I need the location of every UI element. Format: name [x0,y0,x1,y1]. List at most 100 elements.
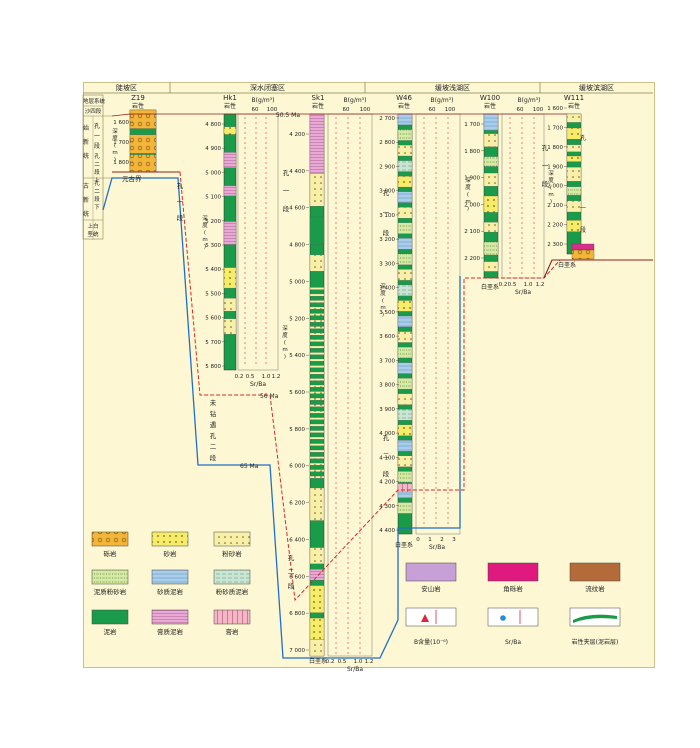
sk1-dots-c-dot [359,642,361,644]
sk1-dots-c-dot [359,212,361,214]
w100-dots-a-dot [509,167,511,169]
hk1-dots-c-dot [265,317,267,319]
w46-depth-axis-label: 2 800 [379,140,395,146]
sk1-dots-a-dot [335,422,337,424]
sk1-column-layer [309,423,325,427]
hk1-dots-a-dot [244,172,246,174]
w46-dots-a-dot [423,427,425,429]
sk1-dots-b-dot [347,442,349,444]
w100-dots-a-dot [509,132,511,134]
w46-dots-a-dot [423,157,425,159]
strata-kong2-lower-char: 二 [94,189,100,195]
w100-dots-c-dot [533,162,535,164]
sk1-dots-a-dot [335,632,337,634]
w46-dots-c-dot [447,282,449,284]
w111-basin-kong1-label: 孔一段 [542,144,549,188]
legend-siltmud-swatch [213,569,251,585]
hk1-dots-b-dot [255,237,257,239]
w46-dots-c-dot [447,462,449,464]
w100-dots-c-dot [533,257,535,259]
w100-dots-b-dot [521,122,523,124]
sk1-dots-a-dot [335,197,337,199]
w46-column-layer [397,378,413,390]
legend-gypmud-swatch [151,609,189,625]
w46-dots-b-dot [435,207,437,209]
legend-breccia-swatch [487,562,539,582]
sk1-dots-c-dot [359,372,361,374]
w111-kong1-a: 孔 [580,134,586,142]
hk1-dots-b-dot [255,357,257,359]
sk1-kong1-label-char: 一 [283,187,290,195]
sk1-dots-c-dot [359,307,361,309]
w111-column-layer [566,220,582,232]
w46-dots-b-dot [435,437,437,439]
w46-dots-c-dot [447,177,449,179]
sk1-dots-a-dot [335,572,337,574]
hk1-sr-tick: 1.0 [262,374,271,380]
w46-dots-c-dot [447,147,449,149]
sk1-dots-b-dot [347,202,349,204]
w100-dots-a-dot [509,142,511,144]
sk1-dots-c-dot [359,192,361,194]
sk1-dots-b-dot [347,367,349,369]
w111-depth-axis-label: 1 800 [547,145,563,151]
sk1-dots-b-dot [347,532,349,534]
sk1-dots-a-dot [335,397,337,399]
sk1-dots-a-dot [335,202,337,204]
z19-depth-title-char: 度 [112,134,118,142]
sk1-dots-a-dot [335,212,337,214]
w100-column-layer [483,113,499,131]
sk1-dots-c-dot [359,402,361,404]
sk1-dots-c-dot [359,382,361,384]
sk1-dots-b-dot [347,537,349,539]
sk1-dots-b-dot [347,332,349,334]
w100-column-layer [483,261,499,272]
w46-column-layer [397,502,413,514]
hk1-dots-a-dot [244,222,246,224]
strata-kong2-lower-char: 下 [94,204,100,211]
hk1-column-layer [223,298,237,312]
w46-dots-b-dot [435,262,437,264]
w46-dots-c-dot [447,297,449,299]
hk1-dots-b-dot [255,252,257,254]
w100-dots-c-dot [533,177,535,179]
w111-depth-title: 深度(m) [548,169,554,205]
w100-dots-a-dot [509,257,511,259]
sk1-dots-a-dot [335,252,337,254]
hk1-dots-a-dot [244,137,246,139]
sk1-dots-b-dot [347,377,349,379]
hk1-dots-c-dot [265,292,267,294]
w46-dots-c-dot [447,447,449,449]
legend-gyp-swatch [213,609,251,625]
w46-dots-c-dot [447,382,449,384]
sk1-column-layer [309,547,325,564]
sk1-dots-a-dot [335,147,337,149]
sk1-dots-a-dot [335,302,337,304]
sk1-dots-c-dot [359,142,361,144]
hk1-dots-b-dot [255,157,257,159]
w46-dots-a-dot [423,367,425,369]
hk1-dots-b-dot [255,327,257,329]
w100-dots-b-dot [521,187,523,189]
w46-dots-b-dot [435,222,437,224]
hk1-dots-a-dot [244,307,246,309]
hk1-b-tick: 60 [252,107,259,113]
legend-sand-label: 砂岩 [164,549,178,558]
w46-dots-c-dot [447,117,449,119]
sk1-dots-c-dot [359,522,361,524]
w46-dots-b-dot [435,167,437,169]
w46-dots-b-dot [435,237,437,239]
sk1-dots-a-dot [335,292,337,294]
hk1-dots-a-dot [244,122,246,124]
sk1-dots-a-dot [335,312,337,314]
sk1-dots-a-dot [335,372,337,374]
sk1-dots-c-dot [359,397,361,399]
sk1-dots-b-dot [347,257,349,259]
sk1-dots-a-dot [335,482,337,484]
sk1-dots-b-dot [347,342,349,344]
w100-dots-b-dot [521,217,523,219]
w46-kong2-label-char: 段 [383,469,390,478]
sk1-dots-b-dot [347,427,349,429]
sk1-column-layer [309,391,325,394]
